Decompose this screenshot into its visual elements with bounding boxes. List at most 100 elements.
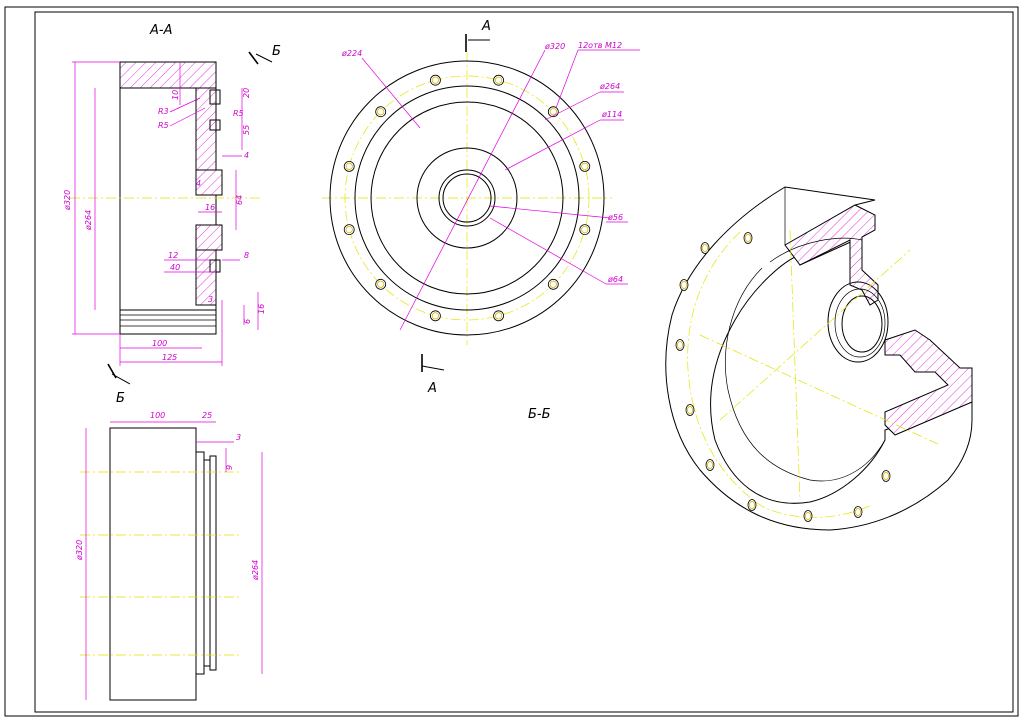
side-view-rim-3: [209, 455, 217, 671]
front-dim-64-label: ø64: [607, 275, 623, 284]
dim-8-label: 8: [244, 251, 249, 260]
bolt-hole-thread: [377, 108, 385, 116]
dim-r5-left-label: R5: [158, 121, 169, 130]
iso-bolt-hole-thread: [749, 500, 756, 509]
front-dim-320-label: ø320: [544, 42, 565, 51]
section-aa-hub-upper: [195, 169, 223, 196]
leader-264: [544, 91, 601, 121]
section-aa-top-wall: [119, 61, 217, 89]
iso-cut-face-top: [784, 204, 879, 306]
leader-56: [489, 205, 611, 219]
bolt-hole-thread: [345, 162, 353, 170]
iso-bolt-hole-thread: [687, 405, 694, 414]
side-view-rim-1: [195, 451, 205, 675]
cut-b-bottom-label: Б: [116, 391, 125, 406]
section-aa-view: А-А ø320 ø264 R3 R5 10 R5 20 55: [63, 23, 281, 406]
dim-40-label: 40: [170, 263, 180, 272]
section-aa-flange-bottom: [195, 249, 217, 306]
iso-cut-face-bottom: [884, 329, 973, 436]
leader-r5-left: [169, 107, 206, 127]
cut-b-top-arrow: [255, 53, 273, 63]
bolt-hole-thread: [494, 76, 503, 84]
dim-4-mid-label: 4: [196, 179, 201, 188]
section-aa-groove-2: [209, 119, 221, 131]
dim-r5-right-label: R5: [233, 109, 244, 118]
iso-bore-inner: [841, 295, 883, 353]
dim-12-label: 12: [168, 251, 178, 260]
dim-16-small-label: 16: [257, 304, 266, 314]
isometric-cutaway-view: [665, 186, 973, 531]
iso-bolt-hole-thread: [745, 233, 752, 242]
dim-320-label: ø320: [63, 190, 72, 211]
iso-centerline-2: [789, 229, 801, 501]
iso-bolt-hole-thread: [702, 243, 709, 252]
dim-r3-label: R3: [158, 107, 169, 116]
iso-bolt-hole-thread: [677, 340, 684, 349]
circle-56: [442, 173, 492, 223]
bolt-hole-thread: [581, 226, 589, 234]
bolt-hole-thread: [549, 280, 557, 288]
iso-bolt-hole-thread: [883, 471, 890, 480]
side-dim-264-label: ø264: [251, 560, 260, 581]
circle-outer-320: [329, 60, 605, 336]
outer-frame: [4, 6, 1019, 717]
side-dim-25-label: 25: [202, 411, 212, 420]
cut-b-top-line: [248, 51, 259, 65]
leader-114: [504, 119, 601, 171]
dim-10-label: 10: [171, 90, 180, 100]
iso-bolt-hole-thread: [707, 460, 714, 469]
bolt-hole-thread: [345, 226, 353, 234]
side-dim-9-label: 9: [225, 465, 234, 470]
bolt-holes: [343, 74, 591, 322]
dim-264-label: ø264: [84, 210, 93, 231]
iso-bolt-hole-thread: [855, 507, 862, 516]
iso-outer-shell: [665, 186, 973, 531]
side-view-rim-2: [203, 459, 211, 667]
iso-bore-thread-1: [834, 288, 886, 358]
iso-bore-outer: [827, 281, 889, 363]
side-dim-320-label: ø320: [75, 540, 84, 561]
bolt-hole-thread: [549, 108, 557, 116]
front-dim-56-label: ø56: [607, 213, 623, 222]
section-aa-hub-lower: [195, 224, 223, 251]
iso-inner-wall: [725, 267, 886, 482]
front-dim-224-label: ø224: [341, 49, 362, 58]
side-view: 100 25 3 9 ø320 ø264: [75, 411, 263, 701]
iso-bolt-hole-thread: [681, 280, 688, 289]
front-dim-114-label: ø114: [601, 110, 622, 119]
section-aa-groove-1: [209, 89, 221, 105]
circle-224: [370, 101, 564, 295]
side-view-body: [109, 427, 197, 701]
dim-6-label: 6: [243, 319, 252, 324]
side-dim-3-label: 3: [236, 433, 241, 442]
section-aa-label: А-А: [149, 23, 172, 38]
dim-20-label: 20: [242, 88, 251, 98]
leader-r3: [169, 97, 201, 113]
dim-3-label: 3: [208, 295, 213, 304]
bolt-circle: [344, 75, 590, 321]
iso-bolt-hole-thread: [805, 512, 812, 521]
bolt-hole-thread: [431, 76, 439, 84]
cut-b-bottom-arrow: [111, 373, 131, 385]
leader-224: [361, 57, 421, 129]
iso-centerline-1: [699, 334, 941, 446]
bolt-hole-thread: [581, 162, 589, 170]
circle-264: [354, 85, 580, 311]
section-bb-label: Б-Б: [528, 407, 551, 422]
inner-frame: [34, 11, 1014, 713]
iso-bolt-holes: [675, 232, 891, 522]
cut-a-top-label: А: [481, 19, 491, 34]
leader-64: [489, 217, 607, 285]
iso-bolt-circle: [687, 231, 873, 518]
dim-100-label: 100: [152, 339, 167, 348]
circle-64: [438, 169, 496, 227]
section-aa-bottom-rim: [119, 309, 217, 335]
dim-16-label: 16: [205, 203, 215, 212]
iso-centerline-3: [719, 249, 911, 421]
section-aa-flange-top: [195, 87, 217, 171]
front-view: ø224 ø320 12отв M12 ø264 ø114 ø56 ø64 А …: [322, 19, 640, 422]
leader-holes: [555, 49, 579, 109]
dim-125-label: 125: [162, 353, 177, 362]
circle-114: [416, 147, 518, 249]
